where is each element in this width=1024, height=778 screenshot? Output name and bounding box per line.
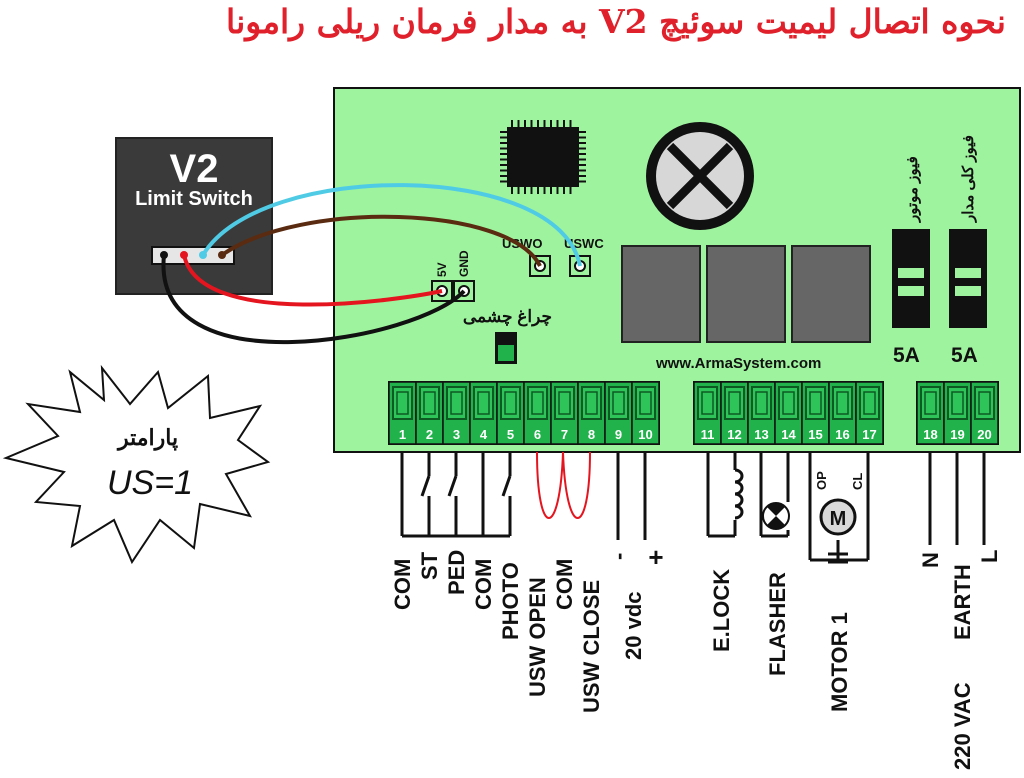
label-l: L (977, 550, 1002, 563)
label-ped: PED (444, 550, 469, 595)
terminal-number: 2 (426, 427, 433, 442)
terminal-number: 10 (638, 427, 652, 442)
terminal-block-3: 18 19 20 (916, 381, 999, 445)
terminal-number: 6 (534, 427, 541, 442)
terminal-13: 13 (747, 381, 776, 445)
wire-brown (220, 214, 542, 267)
motor-op-label: OP (814, 471, 829, 490)
wire-red (182, 254, 443, 307)
gnd-label: GND (457, 250, 471, 277)
terminal-14: 14 (774, 381, 803, 445)
parameter-callout: پارامتر US=1 (2, 364, 271, 565)
label-earth: EARTH (950, 564, 975, 640)
terminal-9: 9 (604, 381, 633, 445)
terminal-15: 15 (801, 381, 830, 445)
terminal-17: 17 (855, 381, 884, 445)
terminal-block-1: 1 2 3 4 5 6 7 8 9 10 (388, 381, 660, 445)
fuse-motor-rating: 5A (893, 344, 920, 367)
terminal-2: 2 (415, 381, 444, 445)
fuse-main-rating: 5A (951, 344, 978, 367)
label-photo: PHOTO (498, 562, 523, 640)
label-com-2: COM (471, 559, 496, 610)
led-label: چراغ چشمی (463, 307, 552, 327)
motor-symbol: M (830, 508, 847, 530)
terminal-number: 15 (808, 427, 822, 442)
relay-3 (791, 245, 871, 343)
terminal-16: 16 (828, 381, 857, 445)
terminal-number: 20 (977, 427, 991, 442)
usw-jumper-wire (536, 451, 591, 519)
fuse-motor (892, 229, 930, 328)
limit-switch-label: Limit Switch (135, 188, 253, 210)
terminal-18: 18 (916, 381, 945, 445)
terminal-number: 4 (480, 427, 488, 442)
elock-coil-icon (734, 468, 744, 520)
capacitor-icon (828, 552, 848, 564)
label-usw-close: USW CLOSE (579, 580, 604, 713)
fuse-motor-label: فیوز موتور (904, 156, 921, 223)
terminal-11: 11 (693, 381, 722, 445)
input-wiring (400, 452, 647, 540)
terminal-3: 3 (442, 381, 471, 445)
label-motor-1: MOTOR 1 (827, 612, 852, 712)
label-plus: + (648, 542, 663, 572)
motor-icon: M (819, 498, 857, 536)
terminal-number: 5 (507, 427, 514, 442)
terminal-number: 7 (561, 427, 568, 442)
website-label: www.ArmaSystem.com (655, 355, 821, 372)
photocell-led (495, 332, 517, 364)
terminal-7: 7 (550, 381, 579, 445)
label-minus: - (606, 553, 631, 560)
terminal-10: 10 (631, 381, 660, 445)
terminal-block-2: 11 12 13 14 15 16 17 (693, 381, 884, 445)
label-st: ST (417, 551, 442, 580)
label-elock: E.LOCK (709, 569, 734, 652)
label-vdc: 20 vdc (621, 592, 646, 661)
wire-black (161, 254, 466, 344)
page-title: نحوه اتصال لیمیت سوئیچ V2 به مدار فرمان … (226, 2, 1006, 41)
label-n: N (918, 552, 943, 568)
terminal-number: 9 (615, 427, 622, 442)
motor-cl-label: CL (850, 473, 865, 490)
5v-label: 5V (435, 262, 449, 277)
terminal-20: 20 (970, 381, 999, 445)
terminal-number: 19 (950, 427, 964, 442)
terminal-number: 14 (781, 427, 796, 442)
parameter-value: US=1 (107, 464, 193, 502)
terminal-6: 6 (523, 381, 552, 445)
flasher-lamp-icon (762, 502, 790, 530)
label-vac: 220 VAC (950, 682, 975, 770)
terminal-number: 11 (701, 427, 715, 442)
terminal-1: 1 (388, 381, 417, 445)
microcontroller-chip (500, 120, 586, 194)
limit-switch-connector (151, 246, 235, 265)
label-com-1: COM (390, 559, 415, 610)
terminal-number: 13 (754, 427, 768, 442)
terminal-number: 8 (588, 427, 595, 442)
buzzer (646, 122, 754, 230)
fuse-main-label: فیوز کلی مدار (960, 135, 977, 223)
relay-1 (621, 245, 701, 343)
label-flasher: FLASHER (765, 572, 790, 676)
fuse-main (949, 229, 987, 328)
parameter-label: پارامتر (116, 425, 178, 452)
wire-cyan (201, 183, 582, 267)
terminal-number: 3 (453, 427, 460, 442)
terminal-number: 18 (923, 427, 937, 442)
terminal-12: 12 (720, 381, 749, 445)
relay-2 (706, 245, 786, 343)
terminal-number: 12 (727, 427, 741, 442)
terminal-5: 5 (496, 381, 525, 445)
output-wiring (706, 452, 986, 562)
terminal-number: 1 (399, 427, 406, 442)
label-usw-open: USW OPEN (525, 577, 550, 697)
label-com-3: COM (552, 559, 577, 610)
terminal-19: 19 (943, 381, 972, 445)
terminal-number: 16 (835, 427, 849, 442)
limit-switch-model: V2 (170, 147, 219, 191)
terminal-8: 8 (577, 381, 606, 445)
terminal-4: 4 (469, 381, 498, 445)
terminal-number: 17 (862, 427, 876, 442)
